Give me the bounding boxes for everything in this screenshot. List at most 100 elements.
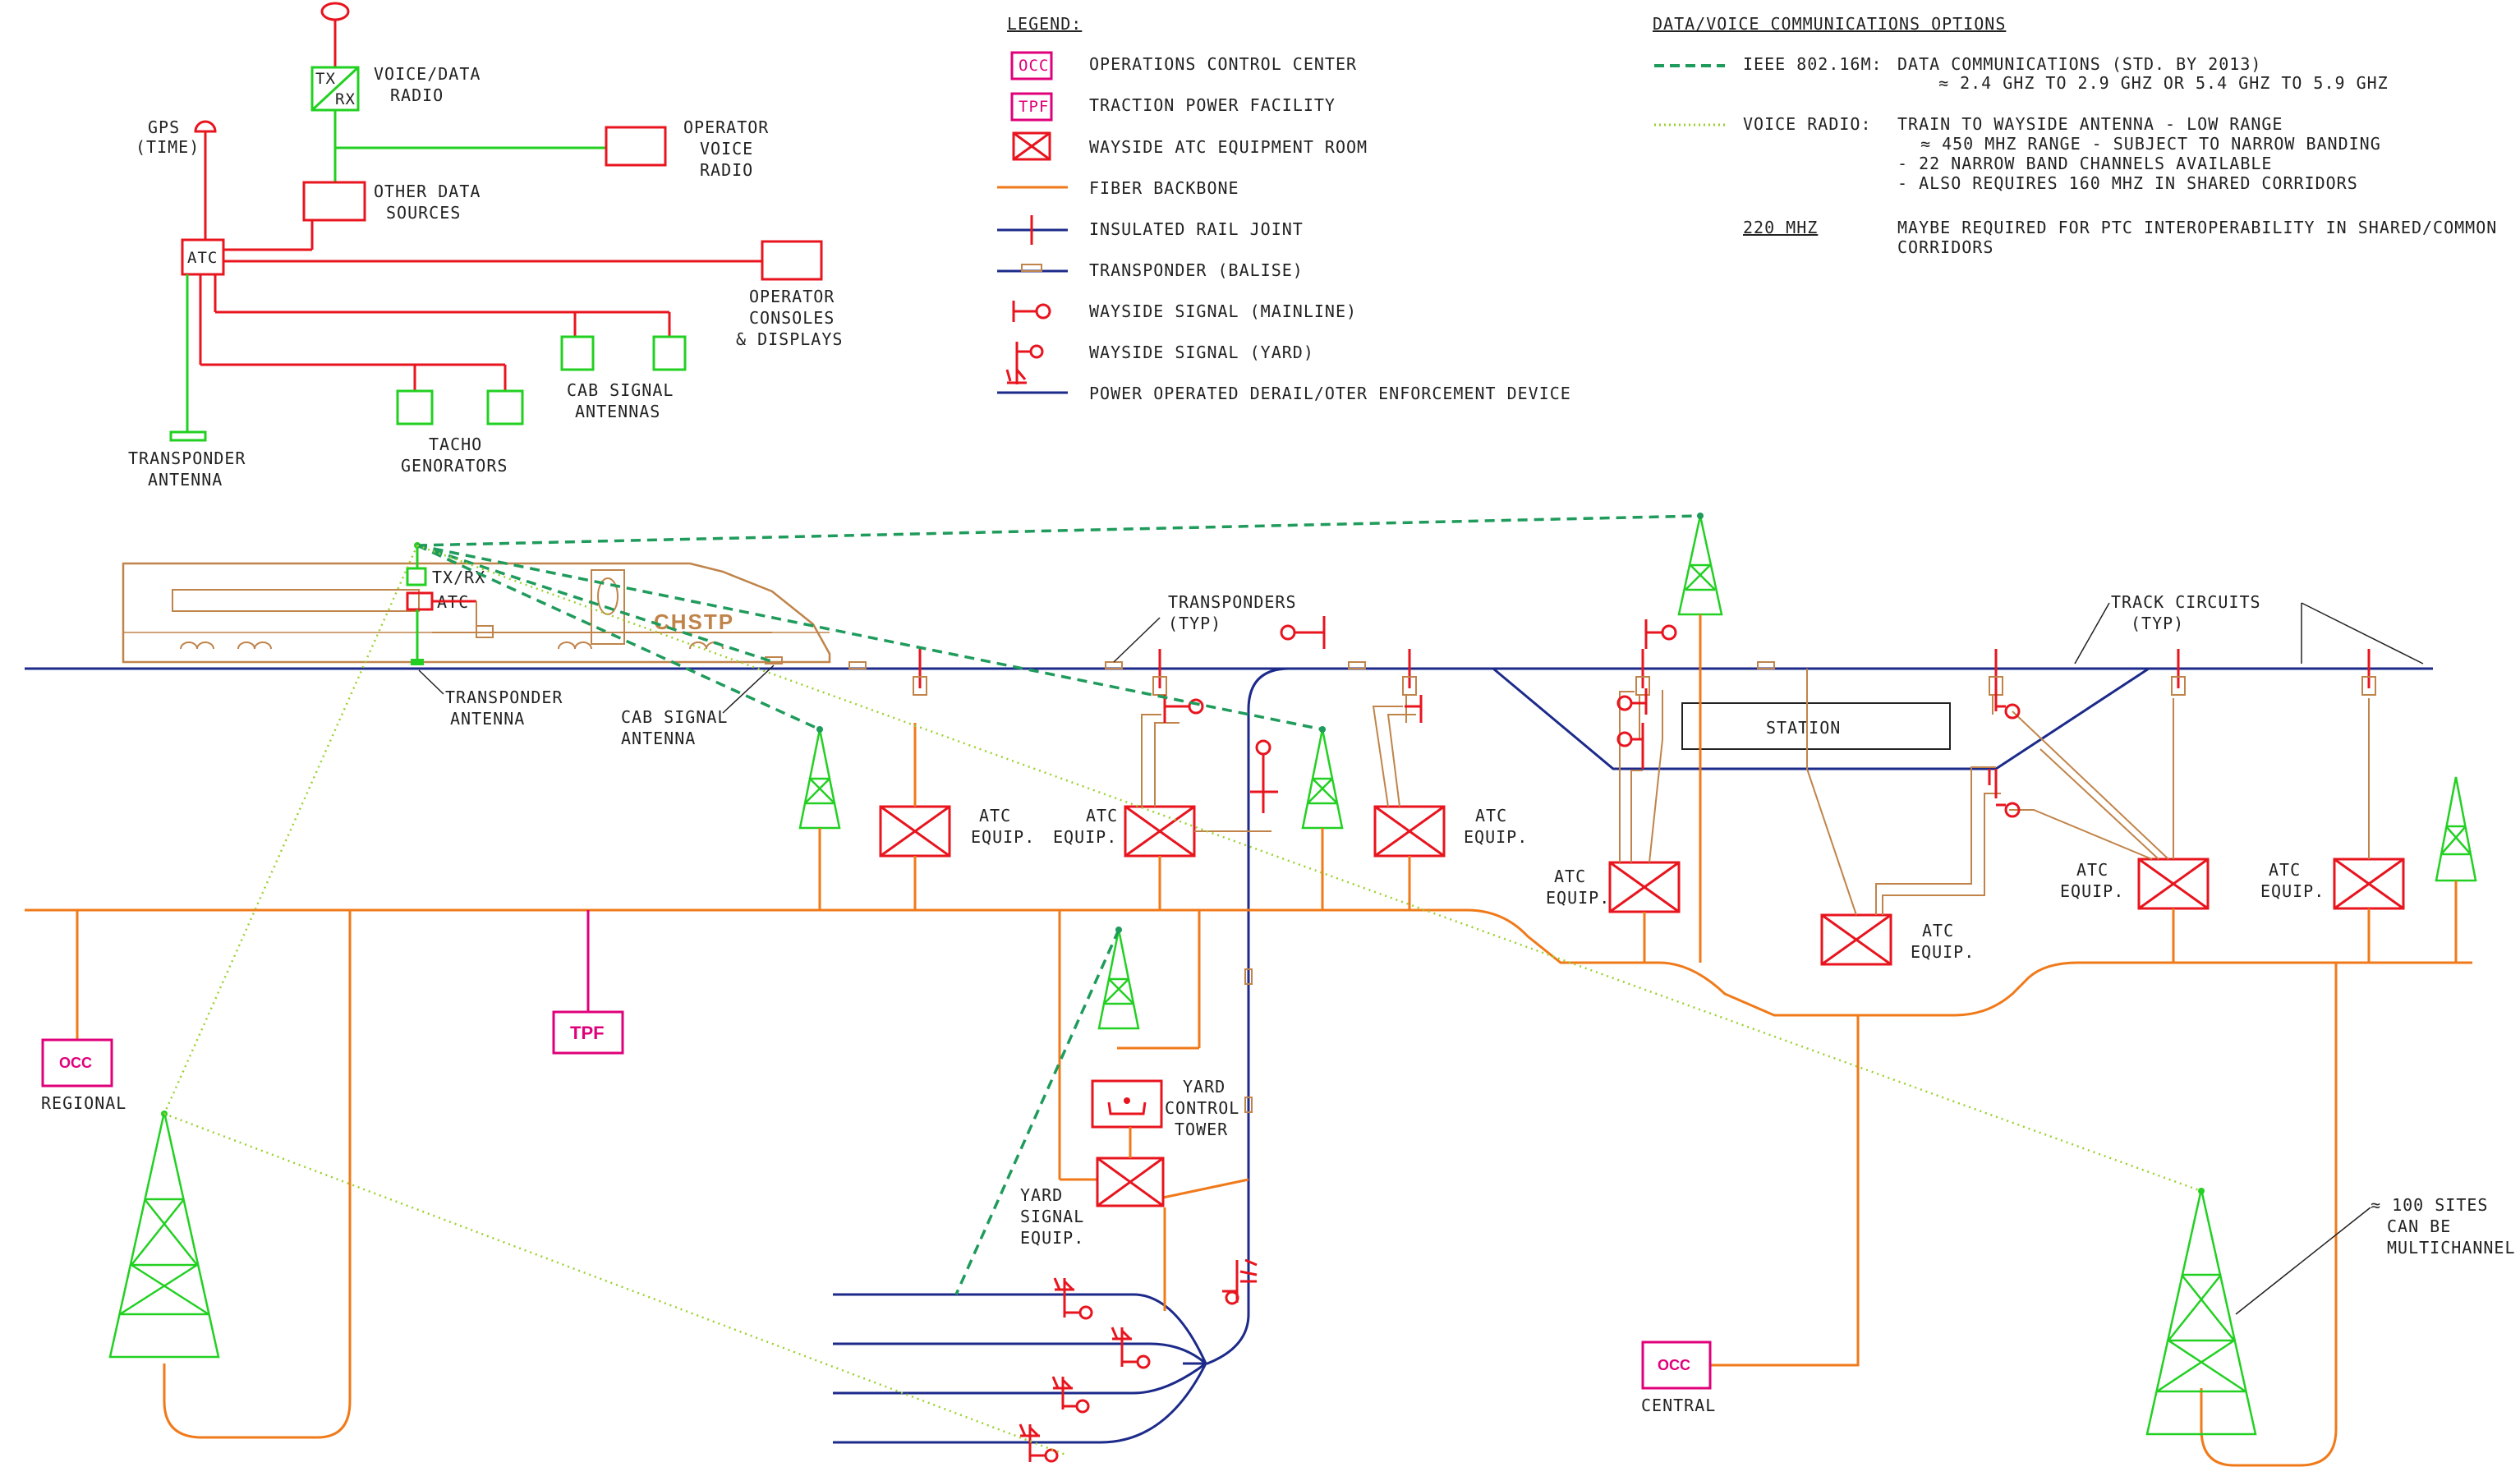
yard-signal-3: [1051, 1376, 1090, 1414]
occ-central-label: CENTRAL: [1641, 1396, 1716, 1415]
cab-signal-antenna-box-2: [652, 335, 687, 371]
station-box: [1681, 702, 1951, 750]
occ-central-box: [1641, 1341, 1712, 1390]
gps-antenna-icon: [194, 120, 217, 133]
occ-icon: [1010, 51, 1053, 80]
legend-label-signal-yard: WAYSIDE SIGNAL (YARD): [1089, 343, 1314, 362]
voice-line-1: TRAIN TO WAYSIDE ANTENNA - LOW RANGE: [1897, 114, 2283, 134]
svg-text:TPF: TPF: [1019, 98, 1049, 116]
train-txrx-box: [406, 567, 427, 586]
txrx-tx-label: TX: [315, 70, 336, 88]
wayside-signal-6: [1616, 723, 1644, 769]
operator-voice-radio-box: [605, 126, 667, 167]
legend-title: LEGEND:: [1007, 14, 1082, 34]
svg-text:OCC: OCC: [1019, 57, 1049, 75]
wayside-signal-4: [1644, 619, 1677, 649]
voice-radio-links: [163, 544, 2202, 1457]
fiber-backbone: [25, 908, 2472, 1467]
yard-signal-2: [1111, 1327, 1151, 1369]
txrx-rx-label: RX: [335, 90, 356, 108]
wayside-atc-room-icon: [1012, 131, 1051, 161]
tpf-label: TPF: [570, 1023, 605, 1043]
yard-atc-room: [1096, 1157, 1165, 1207]
mhz220-line-2: CORRIDORS: [1897, 237, 1993, 257]
voice-label: VOICE RADIO:: [1743, 114, 1872, 134]
wayside-tower-4: [2435, 776, 2477, 963]
insulated-rail-joints: [913, 649, 2376, 739]
other-data-sources-box: [302, 181, 366, 222]
legend-label-signal-mainline: WAYSIDE SIGNAL (MAINLINE): [1089, 301, 1357, 321]
radio-towers: [108, 513, 2477, 1436]
comms-options: DATA/VOICE COMMUNICATIONS OPTIONS IEEE 8…: [1653, 14, 2496, 257]
ieee-line-2: ≈ 2.4 GHZ TO 2.9 GHZ OR 5.4 GHZ TO 5.9 G…: [1938, 73, 2389, 93]
occ-regional-icon-label: OCC: [59, 1055, 92, 1071]
voice-line-3: - 22 NARROW BAND CHANNELS AVAILABLE: [1897, 154, 2272, 173]
yard-signal-5: [1222, 1258, 1258, 1305]
track-circuits-typ-label: TRACK CIRCUITS(TYP): [2111, 592, 2261, 633]
wayside-signal-mainline-icon: [1012, 301, 1051, 322]
occ-regional-label: REGIONAL: [41, 1093, 126, 1113]
transponder-antenna-icon: [169, 430, 207, 442]
wayside-signal-7: [1994, 688, 2021, 720]
tacho-generator-box-2: [486, 389, 524, 425]
tpf-box: [552, 1010, 624, 1055]
gps-label: GPS(TIME): [136, 117, 200, 157]
voice-line-4: - ALSO REQUIRES 160 MHZ IN SHARED CORRID…: [1897, 173, 2358, 193]
station-label: STATION: [1766, 718, 1841, 738]
ieee-label: IEEE 802.16M:: [1743, 54, 1883, 74]
wayside-tower-1: [798, 726, 841, 910]
ieee-line-1: DATA COMMUNICATIONS (STD. BY 2013): [1897, 54, 2261, 74]
legend-label-fiber: FIBER BACKBONE: [1089, 178, 1239, 198]
voice-data-radio-antenna-icon: [320, 2, 350, 21]
mhz220-label: 220 MHZ: [1743, 218, 1818, 237]
yard-tower: [1097, 927, 1140, 1030]
yard-signals: [1019, 1258, 1258, 1463]
tacho-generator-box-1: [396, 389, 434, 425]
big-tower-left: [108, 1111, 220, 1359]
wayside-tower-3: [1677, 513, 1723, 963]
voice-line-2: ≈ 450 MHZ RANGE - SUBJECT TO NARROW BAND…: [1920, 134, 2381, 154]
legend-label-irj: INSULATED RAIL JOINT: [1089, 219, 1304, 239]
big-tower-right: [2145, 1188, 2257, 1436]
wayside-signal-yard-icon: [1005, 342, 1044, 384]
occ-central-icon-label: OCC: [1658, 1357, 1690, 1373]
train-txrx-label: TX/RX: [432, 568, 485, 587]
cab-signal-antenna-box-1: [560, 335, 595, 371]
legend-label-atc-room: WAYSIDE ATC EQUIPMENT ROOM: [1089, 137, 1368, 157]
wayside-signal-1: [1280, 616, 1326, 649]
legend: LEGEND: OCC OPERATIONS CONTROL CENTER TP…: [997, 14, 1571, 403]
yard-signal-1: [1053, 1277, 1093, 1320]
wayside-signal-2: [1163, 695, 1204, 723]
onboard-atc-box: [181, 238, 225, 276]
wayside-signals-mainline: [1163, 616, 2021, 818]
comms-title: DATA/VOICE COMMUNICATIONS OPTIONS: [1653, 14, 2006, 34]
legend-label-balise: TRANSPONDER (BALISE): [1089, 260, 1304, 280]
wayside-signal-10: [1250, 739, 1278, 813]
yard-tracks: [833, 1293, 1207, 1444]
transponder-balise-icon: [1021, 264, 1042, 272]
onboard-atc-label: ATC: [187, 249, 218, 267]
wayside-tower-2: [1301, 726, 1344, 910]
legend-label-derail: POWER OPERATED DERAIL/OTER ENFORCEMENT D…: [1089, 384, 1571, 403]
